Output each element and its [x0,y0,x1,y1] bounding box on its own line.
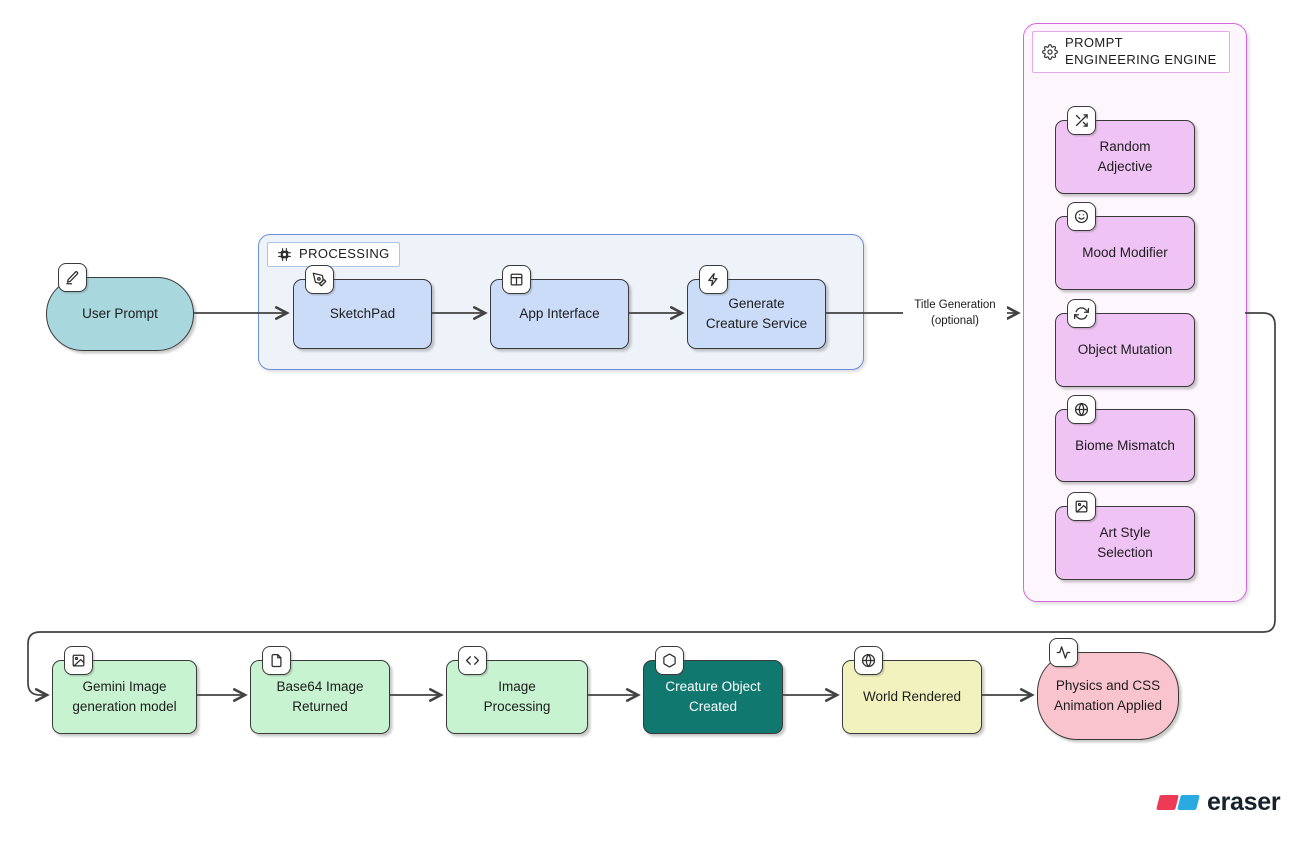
node-creature-object-created[interactable]: Creature Object Created [643,646,783,734]
pen-tool-icon [305,265,334,294]
node-base64-image-returned[interactable]: Base64 Image Returned [250,646,390,734]
node-label: App Interface [519,306,600,322]
code-icon [458,646,487,675]
image-icon [1067,492,1096,521]
edge-label-title-generation[interactable]: Title Generation (optional) [903,295,1007,332]
node-gemini-image-generation-model[interactable]: Gemini Image generation model [52,646,197,734]
node-label: Image Processing [483,679,551,714]
file-icon [262,646,291,675]
node-world-rendered[interactable]: World Rendered [842,646,982,734]
node-app-interface[interactable]: App Interface [490,265,629,349]
pencil-icon [58,263,87,292]
node-user-prompt[interactable]: User Prompt [46,263,194,351]
node-label: Physics and CSS Animation Applied [1053,678,1163,713]
node-label: SketchPad [329,306,396,322]
node-random-adjective[interactable]: Random Adjective [1055,106,1195,194]
node-physics-css-animation-applied[interactable]: Physics and CSS Animation Applied [1037,638,1179,740]
node-image-processing[interactable]: Image Processing [446,646,588,734]
node-label: Generate Creature Service [705,296,808,331]
zap-icon [699,265,728,294]
node-label: Art Style Selection [1097,525,1153,560]
shuffle-icon [1067,106,1096,135]
node-mood-modifier[interactable]: Mood Modifier [1055,202,1195,290]
group-engine-label: PROMPT ENGINEERING ENGINE [1032,31,1230,73]
smile-icon [1067,202,1096,231]
group-label-text: PROCESSING [299,246,390,261]
cpu-icon [277,247,292,262]
node-art-style-selection[interactable]: Art Style Selection [1055,492,1195,580]
node-label: Object Mutation [1077,342,1173,358]
layout-icon [502,265,531,294]
activity-icon [1049,638,1078,667]
refresh-icon [1067,299,1096,328]
node-label: Base64 Image Returned [276,679,364,714]
eraser-logo-text: eraser [1207,788,1281,816]
node-label: Random Adjective [1097,139,1153,174]
eraser-watermark[interactable]: eraser [1156,788,1281,817]
node-label: Gemini Image generation model [72,679,177,714]
node-label: World Rendered [862,689,962,705]
node-label: User Prompt [82,306,158,322]
globe-icon [854,646,883,675]
node-sketchpad[interactable]: SketchPad [293,265,432,349]
node-biome-mismatch[interactable]: Biome Mismatch [1055,395,1195,482]
node-object-mutation[interactable]: Object Mutation [1055,299,1195,387]
image-icon [64,646,93,675]
group-processing-label: PROCESSING [267,242,400,267]
globe-icon [1067,395,1096,424]
group-label-text: PROMPT ENGINEERING ENGINE [1065,35,1217,67]
eraser-logo-icon [1156,795,1200,810]
node-label: Mood Modifier [1082,245,1168,261]
node-generate-creature-service[interactable]: Generate Creature Service [687,265,826,349]
hexagon-icon [655,646,684,675]
node-label: Biome Mismatch [1075,437,1175,453]
node-label: Creature Object Created [665,679,761,714]
gear-icon [1042,44,1058,60]
